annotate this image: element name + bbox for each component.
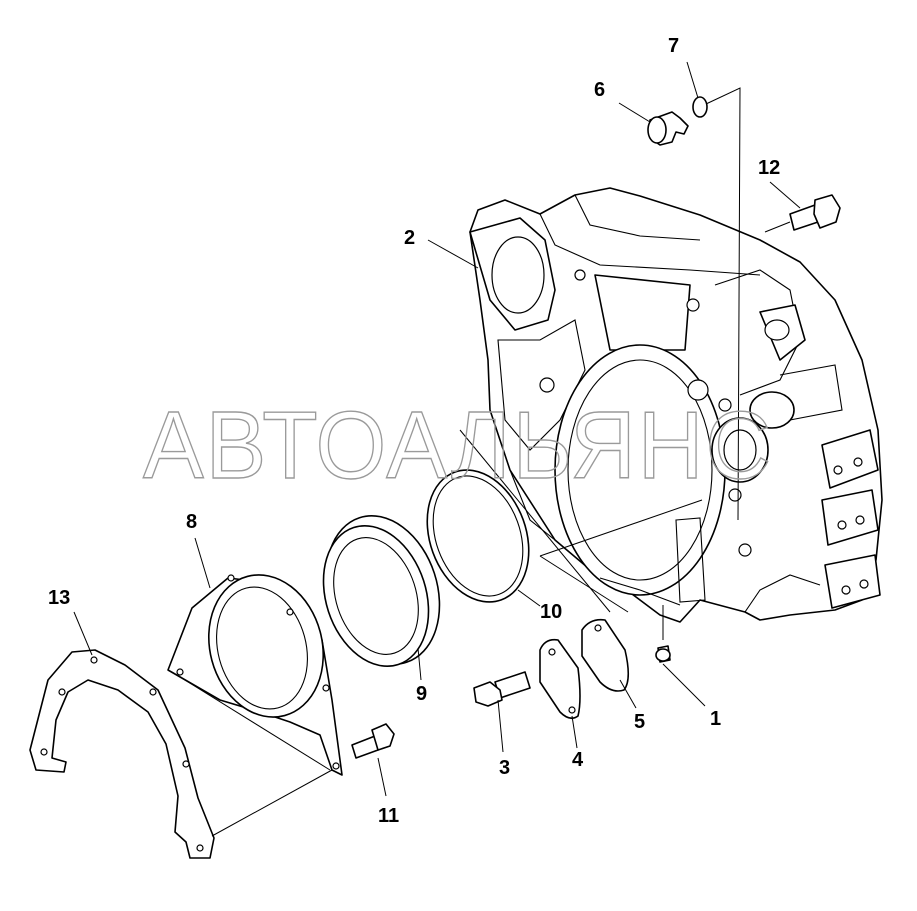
- callout-8: 8: [186, 511, 197, 533]
- seal-ring: [426, 469, 530, 603]
- drain-plug: [655, 645, 671, 663]
- watermark-text: АВТОАЛЬЯНС: [143, 392, 773, 499]
- oil-seal: [322, 515, 441, 667]
- gasket: [581, 618, 630, 692]
- callout-12: 12: [758, 157, 780, 179]
- flywheel-housing: [469, 187, 883, 623]
- callout-3: 3: [499, 757, 510, 779]
- cover: [539, 638, 581, 720]
- callout-4: 4: [572, 749, 584, 771]
- callout-10: 10: [540, 601, 562, 623]
- housing-gasket: [29, 649, 215, 859]
- bolt-11: [351, 723, 395, 759]
- o-ring: [692, 96, 708, 118]
- bolt-12: [789, 194, 841, 231]
- callout-2: 2: [404, 227, 415, 249]
- bolt-3: [473, 671, 531, 707]
- callout-9: 9: [416, 683, 427, 705]
- plug: [647, 111, 689, 146]
- seal-housing: [167, 574, 343, 776]
- leader-lines: [73, 61, 801, 837]
- callout-13: 13: [48, 587, 70, 609]
- callout-1: 1: [710, 708, 721, 730]
- callout-11: 11: [378, 805, 399, 827]
- callout-7: 7: [668, 35, 679, 57]
- callout-6: 6: [594, 79, 605, 101]
- callout-5: 5: [634, 711, 645, 733]
